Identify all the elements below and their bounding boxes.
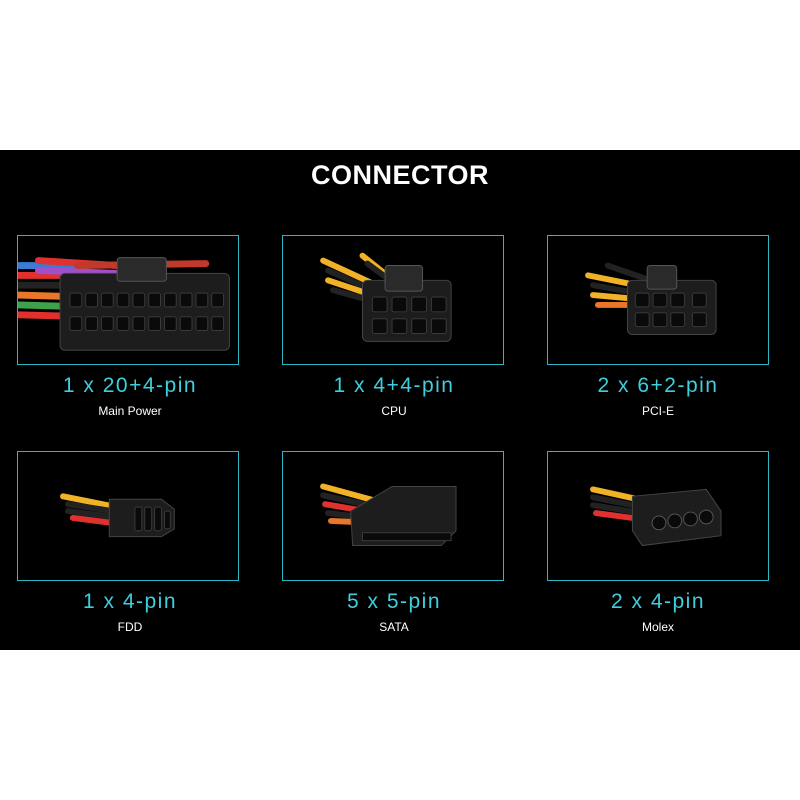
fdd-spec: 1 x 4-pin	[82, 590, 178, 613]
molex-connector-icon	[590, 486, 722, 547]
connector-card-cpu	[282, 235, 504, 365]
cpu-connector-icon	[320, 252, 452, 342]
sata-connector-icon	[320, 483, 457, 547]
pcie-spec: 2 x 6+2-pin	[597, 374, 719, 397]
cpu-spec: 1 x 4+4-pin	[333, 374, 455, 397]
main-power-spec: 1 x 20+4-pin	[62, 374, 198, 397]
connector-card-pcie	[547, 235, 769, 365]
sata-spec: 5 x 5-pin	[346, 590, 442, 613]
connector-card-main-power	[17, 235, 239, 365]
connector-card-sata	[282, 451, 504, 581]
main-power-connector-icon	[18, 257, 230, 351]
cpu-label: CPU	[381, 404, 407, 418]
sata-label: SATA	[379, 620, 409, 634]
pcie-connector-icon	[585, 262, 717, 335]
page-title: CONNECTOR	[310, 160, 489, 190]
fdd-label: FDD	[117, 620, 143, 634]
molex-label: Molex	[641, 620, 674, 634]
connector-card-molex	[547, 451, 769, 581]
fdd-connector-icon	[60, 493, 175, 538]
connector-card-fdd	[17, 451, 239, 581]
molex-spec: 2 x 4-pin	[610, 590, 706, 613]
main-power-label: Main Power	[98, 404, 162, 418]
pcie-label: PCI-E	[641, 404, 674, 418]
